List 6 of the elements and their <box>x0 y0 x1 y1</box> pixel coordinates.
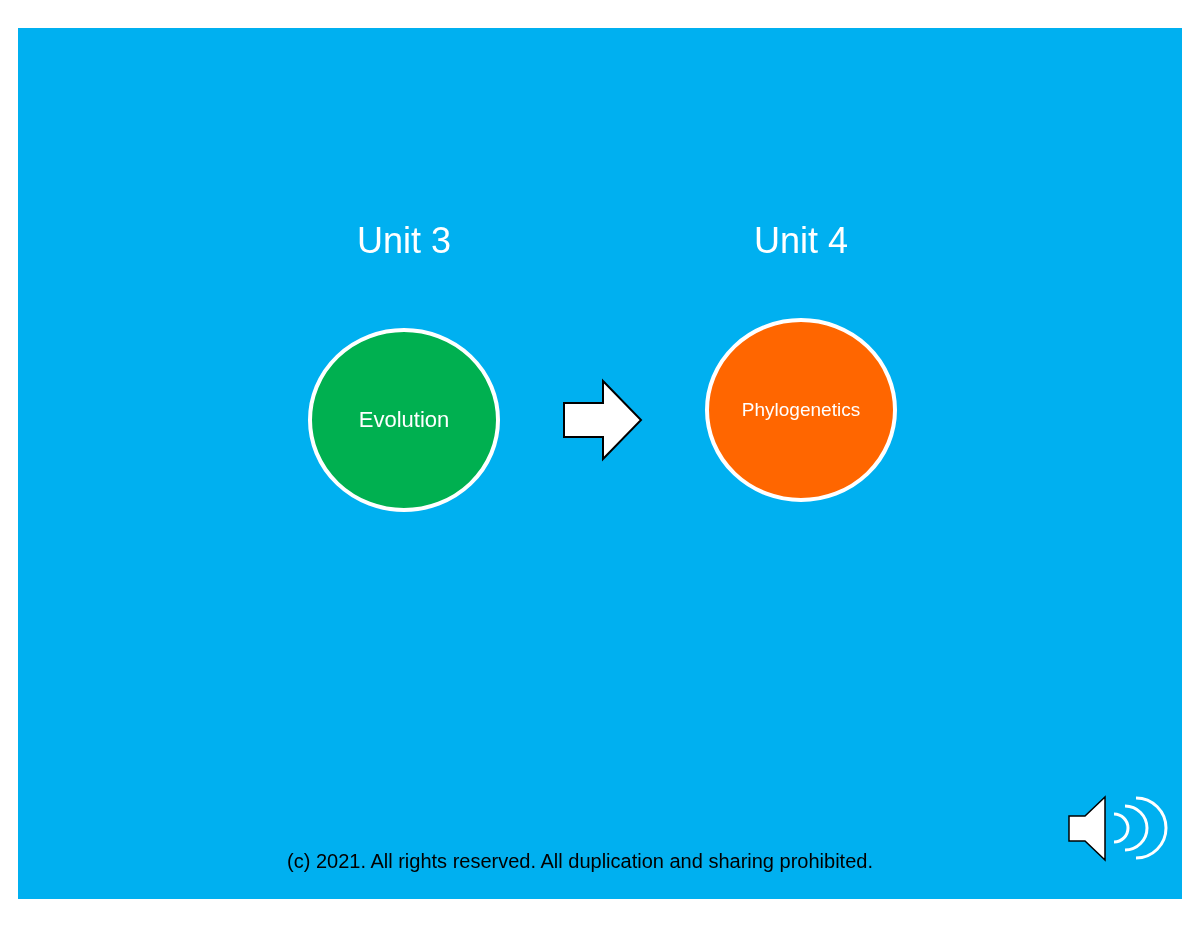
topic-label: Phylogenetics <box>740 398 862 421</box>
unit-heading: Unit 4 <box>752 220 849 262</box>
block-arrow <box>563 378 643 462</box>
topic-label: Evolution <box>357 406 451 433</box>
copyright-note: (c) 2021. All rights reserved. All duplication and sharing prohibited. <box>286 850 874 873</box>
unit-heading: Unit 3 <box>355 220 452 262</box>
